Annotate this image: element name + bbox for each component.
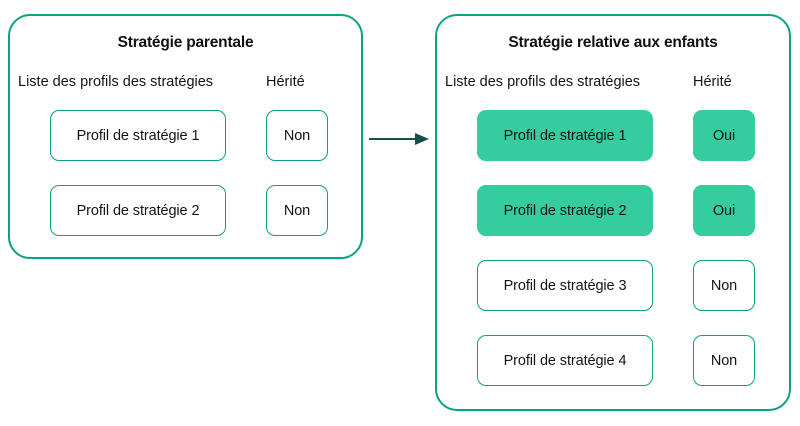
parent-inherited-cell-1[interactable]: Non: [266, 110, 328, 161]
parent-strategy-panel: Stratégie parentale Liste des profils de…: [8, 14, 363, 259]
child-profile-cell-1[interactable]: Profil de stratégie 1: [477, 110, 653, 161]
parent-inherited-cell-2[interactable]: Non: [266, 185, 328, 236]
table-row: Profil de stratégie 1 Non: [10, 110, 361, 185]
child-inherited-cell-4[interactable]: Non: [693, 335, 755, 386]
child-panel-title: Stratégie relative aux enfants: [508, 34, 718, 51]
table-row: Profil de stratégie 4 Non: [437, 335, 789, 410]
child-row-list: Profil de stratégie 1 Oui Profil de stra…: [437, 110, 789, 410]
child-column-headers: Liste des profils des stratégies Hérité: [437, 74, 789, 98]
child-profile-cell-3[interactable]: Profil de stratégie 3: [477, 260, 653, 311]
table-row: Profil de stratégie 1 Oui: [437, 110, 789, 185]
parent-header-profiles: Liste des profils des stratégies: [18, 74, 214, 90]
parent-profile-cell-1[interactable]: Profil de stratégie 1: [50, 110, 226, 161]
child-profile-cell-4[interactable]: Profil de stratégie 4: [477, 335, 653, 386]
table-row: Profil de stratégie 2 Oui: [437, 185, 789, 260]
parent-column-headers: Liste des profils des stratégies Hérité: [10, 74, 361, 98]
parent-panel-title: Stratégie parentale: [117, 34, 254, 51]
child-header-inherited: Hérité: [693, 74, 732, 90]
parent-header-inherited: Hérité: [266, 74, 305, 90]
child-strategy-panel: Stratégie relative aux enfants Liste des…: [435, 14, 791, 411]
child-inherited-cell-2[interactable]: Oui: [693, 185, 755, 236]
child-inherited-cell-3[interactable]: Non: [693, 260, 755, 311]
table-row: Profil de stratégie 2 Non: [10, 185, 361, 260]
inheritance-flow-arrow-icon: [369, 133, 429, 145]
parent-row-list: Profil de stratégie 1 Non Profil de stra…: [10, 110, 361, 260]
table-row: Profil de stratégie 3 Non: [437, 260, 789, 335]
child-profile-cell-2[interactable]: Profil de stratégie 2: [477, 185, 653, 236]
child-inherited-cell-1[interactable]: Oui: [693, 110, 755, 161]
parent-profile-cell-2[interactable]: Profil de stratégie 2: [50, 185, 226, 236]
child-header-profiles: Liste des profils des stratégies: [445, 74, 641, 90]
